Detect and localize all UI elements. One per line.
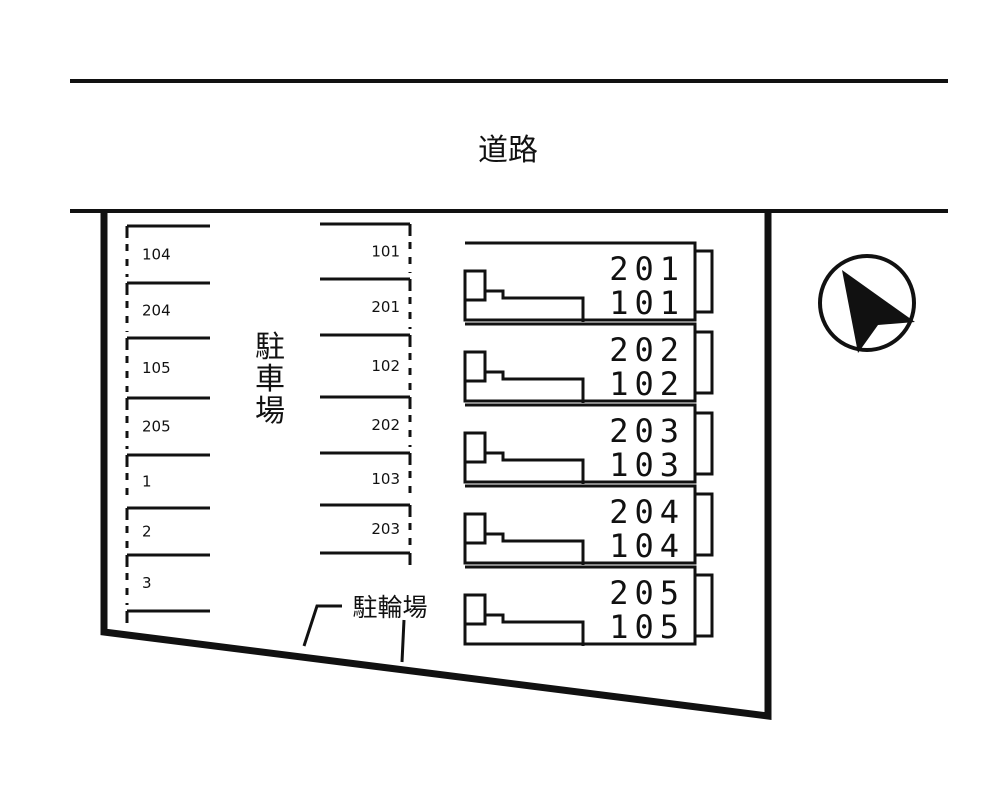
unit-lower-number: 104 [609,527,685,565]
parking-slots-left: 104 204 105 205 1 2 3 [125,224,210,623]
corridor-outline [485,451,585,484]
parking-slot-label: 105 [142,359,171,377]
bicycle-parking-label: 駐輪場 [352,593,427,622]
unit-upper-number: 201 [609,250,685,288]
parking-slot-label: 204 [142,302,171,320]
unit-lower-number: 105 [609,608,685,646]
parking-label-1: 駐 [255,330,285,365]
unit-upper-number: 204 [609,493,685,531]
parking-slot-label: 201 [371,298,400,316]
parking-label-3: 場 [255,394,285,429]
unit-balcony [693,411,714,476]
unit-upper-number: 205 [609,574,685,612]
corridor-outline [485,532,585,565]
property-boundary [100,211,772,720]
parking-slot-label: 202 [371,416,400,434]
parking-slots-right: 101 201 102 202 103 203 [320,222,412,565]
unit-upper-number: 202 [609,331,685,369]
unit-balcony [693,573,714,638]
unit-balcony [693,330,714,395]
north-arrow-icon [818,254,916,353]
bicycle-parking-outline [302,604,406,663]
corridor-outline [485,370,585,403]
parking-slot-label: 1 [142,473,152,491]
unit-balcony [693,249,714,314]
parking-label-2: 車 [255,362,285,397]
unit-lower-number: 101 [609,284,685,322]
corridor-outline [485,613,585,646]
parking-slot-label: 3 [142,574,152,592]
parking-slot-label: 205 [142,418,171,436]
unit-upper-number: 203 [609,412,685,450]
unit-lower-number: 103 [609,446,685,484]
parking-slot-label: 104 [142,246,171,264]
unit-lower-number: 102 [609,365,685,403]
parking-slot-label: 103 [371,470,400,488]
parking-slot-label: 101 [371,243,400,261]
corridor-outline [485,289,585,322]
unit-balcony [693,492,714,557]
parking-slot-label: 102 [371,357,400,375]
road-label: 道路 [478,133,538,168]
parking-slot-label: 203 [371,520,400,538]
parking-slot-label: 2 [142,523,152,541]
